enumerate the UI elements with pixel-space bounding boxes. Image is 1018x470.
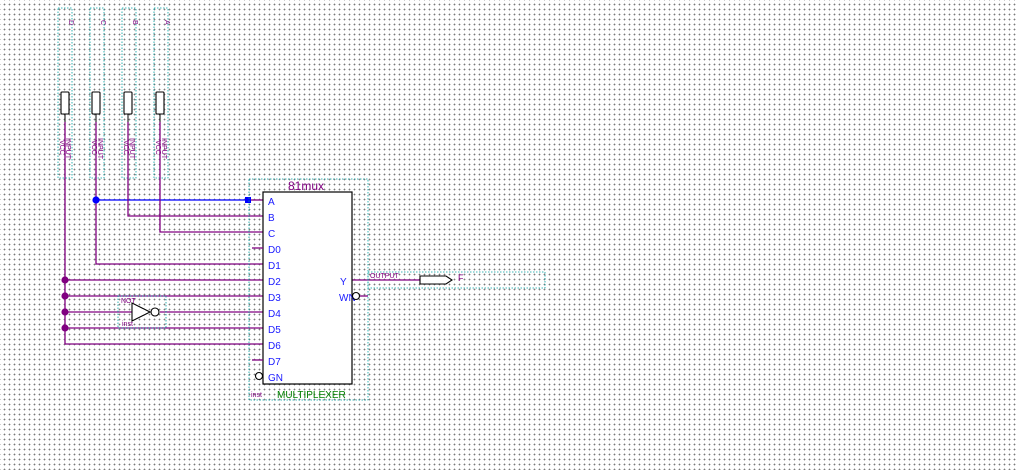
input-pin-d[interactable]: D VCC INPUT <box>57 7 74 179</box>
input-pin-d-symbol <box>60 91 70 115</box>
input-pin-b-type: INPUT <box>128 138 135 160</box>
mux-pin-c: C <box>268 229 275 240</box>
gn-bubble <box>254 371 264 381</box>
input-pin-c-name: C <box>99 20 106 25</box>
selection-handle[interactable] <box>245 197 251 203</box>
input-pin-a-symbol <box>155 91 165 115</box>
not-gate[interactable]: NOT inst <box>117 295 167 329</box>
output-pin-f[interactable]: OUTPUT F <box>367 271 546 289</box>
wire-c-to-d1[interactable] <box>95 122 263 265</box>
input-pin-a-type: INPUT <box>160 138 167 160</box>
not-gate-frame <box>117 295 167 329</box>
junction-dot <box>61 276 69 284</box>
input-pin-d-name: D <box>67 20 74 25</box>
not-gate-type: NOT <box>121 298 137 305</box>
mux-pin-d3: D3 <box>268 293 281 304</box>
mux-pin-gn: GN <box>268 373 283 384</box>
mux-pin-d6: D6 <box>268 341 281 352</box>
not-gate-triangle <box>131 302 152 322</box>
wire-d-to-d6[interactable] <box>64 122 263 345</box>
output-pin-name: F <box>458 273 464 283</box>
input-pin-b-default: VCC <box>122 140 129 155</box>
mux-pin-a: A <box>268 197 275 208</box>
input-pin-b-frame <box>121 7 137 179</box>
mux-pin-b: B <box>268 213 275 224</box>
junction-dot <box>61 324 69 332</box>
mux-body <box>262 191 353 385</box>
mux-pin-d4: D4 <box>268 309 281 320</box>
mux-footer: MULTIPLEXER <box>277 390 346 401</box>
input-pin-c[interactable]: C VCC INPUT <box>89 7 106 179</box>
input-pin-a-frame <box>153 7 169 179</box>
input-pin-d-default: VCC <box>58 140 65 155</box>
input-pin-a-name: A <box>163 20 170 25</box>
output-pin-symbol <box>419 275 453 285</box>
mux-pin-d1: D1 <box>268 261 281 272</box>
junctions <box>61 196 251 332</box>
junction-dot <box>61 308 69 316</box>
input-pin-c-type: INPUT <box>96 138 103 160</box>
mux-pin-wn: WN <box>339 293 356 304</box>
input-pin-c-default: VCC <box>90 140 97 155</box>
input-pin-a-default: VCC <box>154 140 161 155</box>
mux-pin-d0: D0 <box>268 245 281 256</box>
mux-pin-y: Y <box>340 277 347 288</box>
input-pin-d-type: INPUT <box>64 138 71 160</box>
input-pin-b-symbol <box>123 91 133 115</box>
junction-dot <box>61 292 69 300</box>
input-pin-d-frame <box>57 7 73 179</box>
output-pin-type: OUTPUT <box>370 273 400 280</box>
mux-pin-d2: D2 <box>268 277 281 288</box>
input-pin-c-symbol <box>91 91 101 115</box>
mux-81mux[interactable]: 81mux A B C D0 D1 D2 D3 D4 D5 D6 D7 GN Y… <box>248 178 369 401</box>
junction-dot <box>92 196 100 204</box>
mux-pin-d5: D5 <box>268 325 281 336</box>
not-gate-bubble <box>150 307 160 317</box>
mux-pin-d7: D7 <box>268 357 281 368</box>
input-pin-a[interactable]: A VCC INPUT <box>153 7 170 179</box>
input-pin-b-name: B <box>131 20 138 25</box>
input-pin-c-frame <box>89 7 105 179</box>
mux-instance: inst <box>251 392 262 399</box>
wn-bubble <box>351 291 361 301</box>
mux-frame <box>248 178 369 401</box>
input-pin-b[interactable]: B VCC INPUT <box>121 7 138 179</box>
wire-a-to-c[interactable] <box>159 122 263 233</box>
output-pin-frame <box>367 271 546 289</box>
mux-title: 81mux <box>288 179 324 193</box>
not-gate-instance: inst <box>122 321 133 328</box>
wire-b-to-b[interactable] <box>127 122 263 217</box>
